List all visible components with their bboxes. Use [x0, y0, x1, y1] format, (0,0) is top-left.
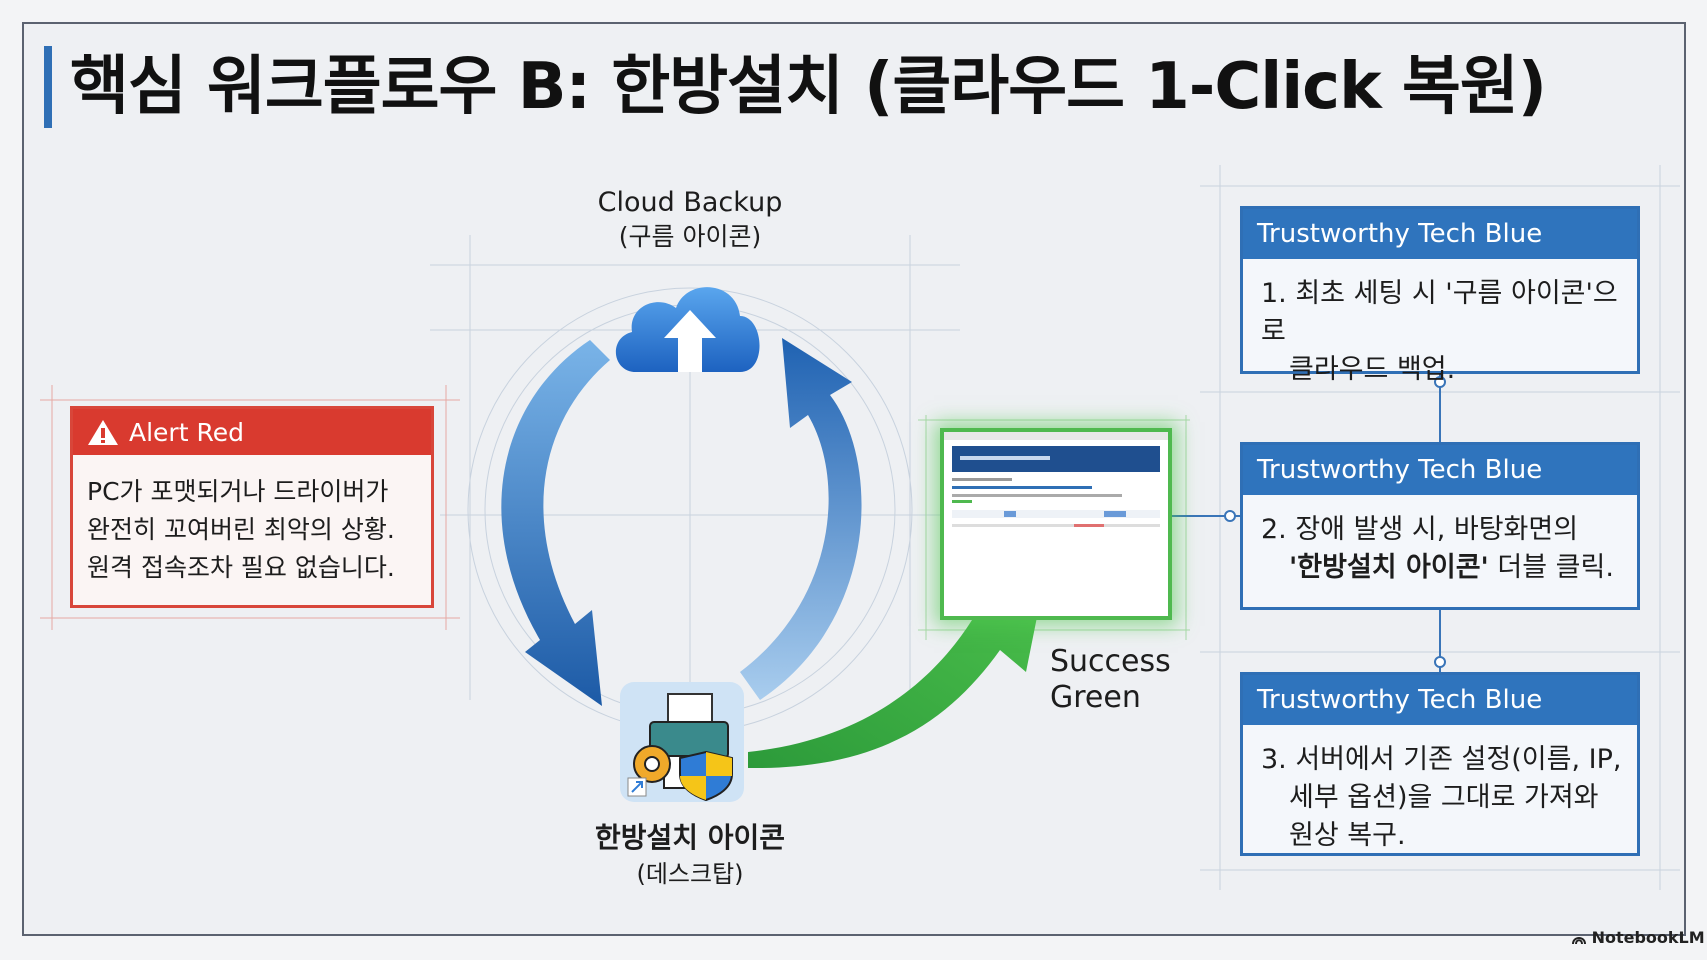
- cloud-backup-subtitle: (구름 아이콘): [618, 222, 762, 251]
- install-icon-label: 한방설치 아이콘 (데스크탑): [560, 820, 820, 892]
- step-2-line2-rest: 더블 클릭.: [1488, 552, 1614, 583]
- step-1-line1: 1. 최초 세팅 시 '구름 아이콘'으로: [1261, 278, 1618, 347]
- success-label: Success Green: [1050, 644, 1171, 716]
- step-3-header: Trustworthy Tech Blue: [1243, 675, 1637, 725]
- success-screen: [940, 428, 1172, 620]
- alert-header: Alert Red: [73, 409, 431, 455]
- alert-box: Alert Red PC가 포맷되거나 드라이버가 완전히 꼬여버린 최악의 상…: [70, 406, 434, 608]
- step-1-body: 1. 최초 세팅 시 '구름 아이콘'으로 클라우드 백업.: [1243, 259, 1637, 389]
- cloud-backup-title: Cloud Backup: [597, 187, 783, 218]
- page-title: 핵심 워크플로우 B: 한방설치 (클라우드 1-Click 복원): [70, 50, 1547, 124]
- notebooklm-watermark: NotebookLM: [1572, 928, 1705, 947]
- step-2-line2: '한방설치 아이콘' 더블 클릭.: [1261, 549, 1623, 587]
- step-card-3: Trustworthy Tech Blue 3. 서버에서 기존 설정(이름, …: [1240, 672, 1640, 856]
- success-line1: Success: [1050, 644, 1171, 679]
- alert-body: PC가 포맷되거나 드라이버가 완전히 꼬여버린 최악의 상황. 원격 접속조차…: [73, 455, 431, 587]
- arrow-success: [748, 572, 1046, 769]
- alert-line: PC가 포맷되거나 드라이버가: [87, 477, 389, 506]
- cloud-backup-label: Cloud Backup (구름 아이콘): [560, 186, 820, 254]
- notebooklm-logo-icon: [1572, 936, 1586, 944]
- alert-line: 원격 접속조차 필요 없습니다.: [87, 553, 395, 582]
- alert-line: 완전히 꼬여버린 최악의 상황.: [87, 515, 395, 544]
- step-2-emphasis: '한방설치 아이콘': [1289, 552, 1489, 583]
- step-3-body: 3. 서버에서 기존 설정(이름, IP, 세부 옵션)을 그대로 가져와 원상…: [1243, 725, 1637, 855]
- step-card-2: Trustworthy Tech Blue 2. 장애 발생 시, 바탕화면의 …: [1240, 442, 1640, 610]
- watermark-text: NotebookLM: [1591, 928, 1705, 947]
- install-icon-subtitle: (데스크탑): [636, 860, 744, 888]
- arrow-down-left: [501, 340, 610, 706]
- step-2-header: Trustworthy Tech Blue: [1243, 445, 1637, 495]
- cloud-upload-icon: [615, 287, 760, 372]
- step-1-header: Trustworthy Tech Blue: [1243, 209, 1637, 259]
- step-2-line1: 2. 장애 발생 시, 바탕화면의: [1261, 514, 1579, 545]
- arrow-up-right: [740, 338, 862, 700]
- step-card-1: Trustworthy Tech Blue 1. 최초 세팅 시 '구름 아이콘…: [1240, 206, 1640, 385]
- title-accent-bar: [44, 46, 52, 128]
- success-line2: Green: [1050, 680, 1141, 715]
- warning-icon: [88, 420, 118, 445]
- install-icon-title: 한방설치 아이콘: [594, 821, 786, 854]
- printer-install-icon[interactable]: [618, 680, 746, 804]
- alert-header-text: Alert Red: [129, 417, 244, 447]
- app-window-thumbnail: [944, 432, 1168, 527]
- step-3-line1: 3. 서버에서 기존 설정(이름, IP,: [1261, 744, 1622, 775]
- step-2-body: 2. 장애 발생 시, 바탕화면의 '한방설치 아이콘' 더블 클릭.: [1243, 495, 1637, 587]
- step-3-line3: 원상 복구.: [1289, 820, 1406, 851]
- step-3-line2: 세부 옵션)을 그대로 가져와: [1289, 782, 1599, 813]
- step-1-line2: 클라우드 백업.: [1289, 354, 1456, 385]
